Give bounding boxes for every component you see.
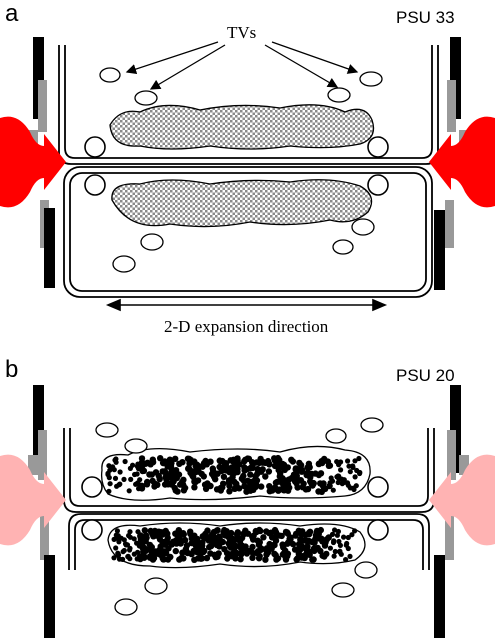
tvs-label: TVs [227, 23, 257, 42]
tv-vesicles-a [99, 67, 383, 273]
junction-circles-b [81, 476, 389, 541]
upper-grana-blob-a [109, 104, 375, 150]
left-arrow-a [0, 116, 66, 208]
granular-dots-b [105, 454, 363, 563]
panel-a [0, 37, 495, 312]
right-arrow-b [429, 454, 495, 546]
panel-a-label: PSU 33 [396, 8, 455, 27]
left-arrow-b [0, 454, 66, 546]
left-bar-stack-b [28, 385, 55, 638]
panel-b [0, 385, 495, 638]
panel-a-letter: a [5, 0, 19, 27]
panel-b-label: PSU 20 [396, 366, 455, 385]
right-arrow-a [429, 116, 495, 208]
lower-grana-blob-a [111, 179, 373, 228]
tv-vesicles-b [95, 417, 384, 616]
junction-circles-a [84, 136, 389, 196]
expansion-arrow [105, 298, 388, 312]
panel-b-letter: b [5, 356, 19, 383]
expansion-label: 2-D expansion direction [164, 317, 329, 336]
right-bar-stack-b [434, 385, 469, 638]
tvs-pointers [125, 41, 359, 90]
